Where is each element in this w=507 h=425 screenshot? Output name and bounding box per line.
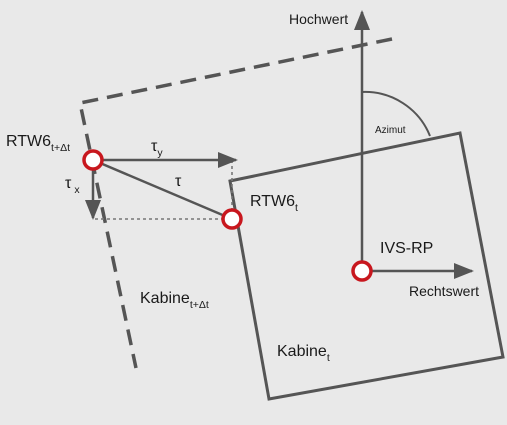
azimuth-arc — [361, 90, 431, 137]
cabin-next-label: Kabinet+Δt — [140, 290, 209, 311]
rtw6-current-marker — [221, 208, 243, 230]
rtw6-current-label: RTW6t — [250, 193, 298, 214]
east-axis-label: Rechtswert — [409, 283, 479, 299]
tau-y-label: τy — [151, 138, 163, 159]
rtw6-next-label: RTW6t+Δt — [6, 133, 70, 154]
tau-vector — [92, 158, 233, 221]
cabin-current-label: Kabinet — [277, 343, 330, 364]
north-axis-label: Hochwert — [289, 11, 348, 27]
ivs-rp-marker — [351, 260, 373, 282]
rtw6-next-marker — [82, 149, 104, 171]
cabin-next-outline — [77, 37, 393, 369]
azimuth-label: Azimut — [375, 125, 406, 136]
tau-label: τ — [175, 173, 182, 190]
ivs-rp-label: IVS-RP — [380, 240, 433, 257]
cabin-current-outline — [228, 131, 505, 401]
